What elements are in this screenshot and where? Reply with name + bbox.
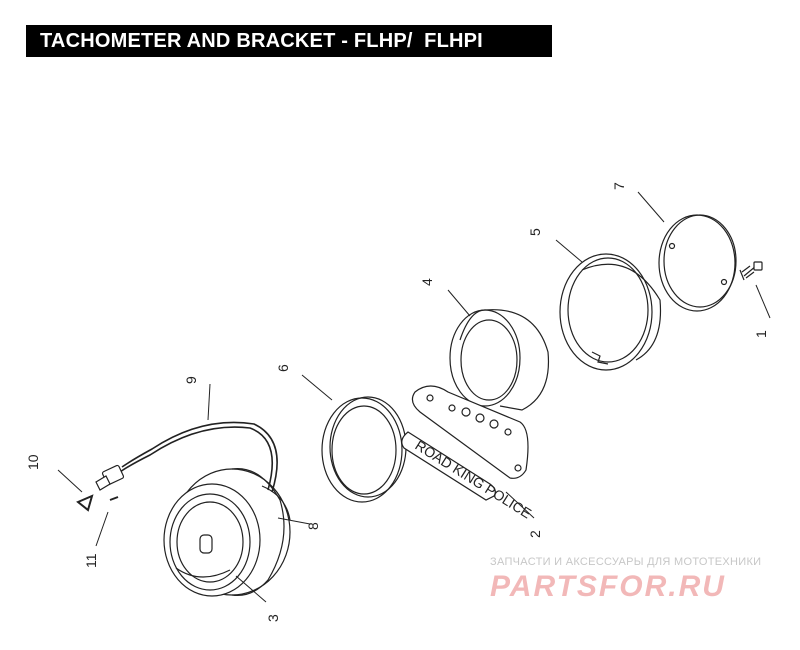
mounting-bracket: ROAD KING POLICE bbox=[401, 385, 534, 521]
terminal-pin bbox=[109, 496, 119, 501]
callout-7: 7 bbox=[611, 182, 627, 190]
callout-9: 9 bbox=[183, 376, 199, 384]
tachometer-housing bbox=[449, 309, 550, 411]
callout-8: 8 bbox=[305, 522, 321, 530]
callout-4: 4 bbox=[419, 278, 435, 286]
screw bbox=[739, 261, 763, 281]
lens bbox=[658, 214, 737, 312]
callout-1: 1 bbox=[753, 330, 769, 338]
callout-2: 2 bbox=[527, 530, 543, 538]
harness-clip bbox=[76, 494, 94, 512]
tachometer-body bbox=[163, 467, 291, 597]
leader-lines bbox=[57, 191, 771, 603]
tachometer-seal bbox=[261, 485, 291, 521]
title-bar: TACHOMETER AND BRACKET - FLHP/ FLHPI bbox=[26, 25, 552, 57]
gasket-ring bbox=[321, 396, 407, 503]
callout-5: 5 bbox=[527, 228, 543, 236]
callout-6: 6 bbox=[275, 364, 291, 372]
callout-10: 10 bbox=[25, 454, 41, 470]
callout-11: 11 bbox=[83, 553, 99, 568]
watermark-subtitle: ЗАПЧАСТИ И АКСЕССУАРЫ ДЛЯ МОТОТЕХНИКИ bbox=[490, 556, 762, 568]
watermark-logo: PARTSFOR.RU bbox=[490, 570, 726, 603]
callout-3: 3 bbox=[265, 614, 281, 622]
page-title: TACHOMETER AND BRACKET - FLHP/ FLHPI bbox=[40, 29, 483, 52]
bezel-ring bbox=[559, 253, 662, 371]
wiring-harness bbox=[95, 421, 278, 493]
